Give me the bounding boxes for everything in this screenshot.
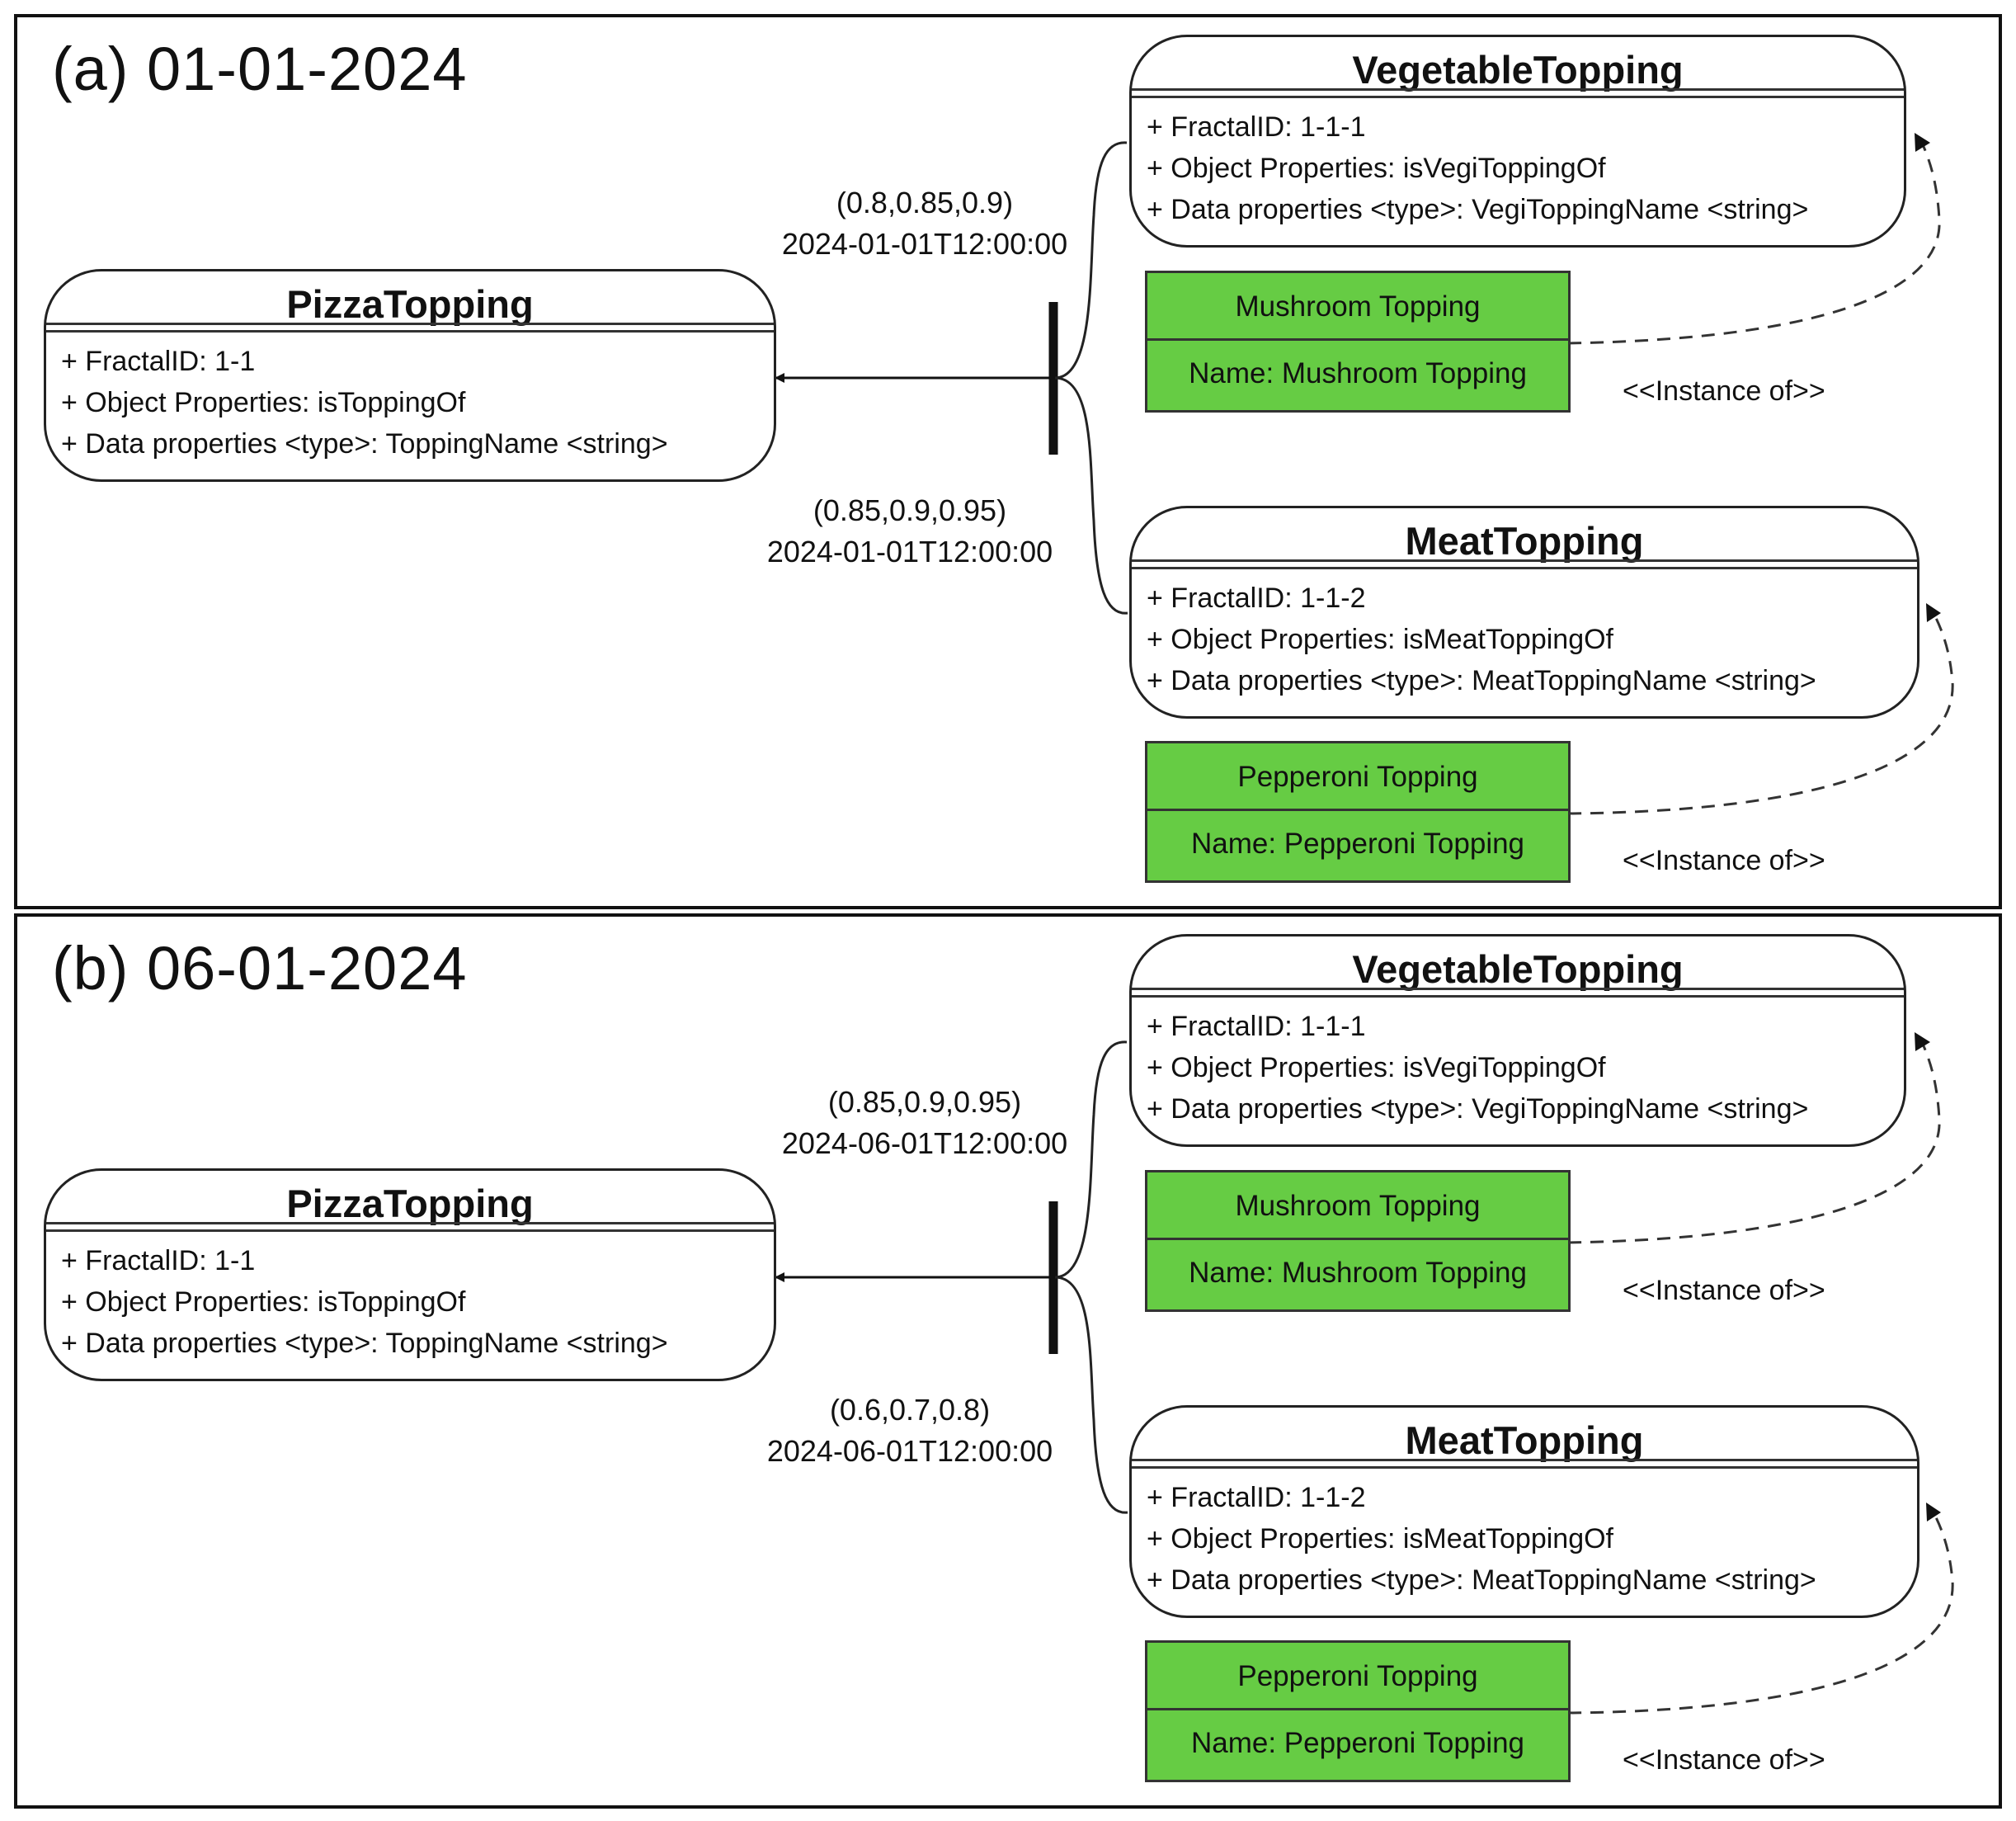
class-separator xyxy=(1132,559,1917,569)
class-attributes: + FractalID: 1-1-1 + Object Properties: … xyxy=(1147,106,1896,230)
upper-edge-label: (0.8,0.85,0.9) 2024-01-01T12:00:00 xyxy=(743,182,1106,265)
instance-arrowhead-pepperoni xyxy=(1926,603,1941,622)
attr-data-properties: + Data properties <type>: VegiToppingNam… xyxy=(1147,1093,1809,1125)
class-attributes: + FractalID: 1-1 + Object Properties: is… xyxy=(61,341,765,465)
connectors xyxy=(775,1032,1954,1715)
instance-title: Mushroom Topping xyxy=(1147,273,1568,341)
attr-data-properties: + Data properties <type>: MeatToppingNam… xyxy=(1147,1564,1816,1596)
attr-data-properties: + Data properties <type>: ToppingName <s… xyxy=(61,428,668,460)
instance-title: Mushroom Topping xyxy=(1147,1172,1568,1240)
attr-data-properties: + Data properties <type>: VegiToppingNam… xyxy=(1147,194,1809,225)
upper-edge-values: (0.8,0.85,0.9) xyxy=(836,186,1014,219)
upper-edge-values: (0.85,0.9,0.95) xyxy=(827,1085,1022,1119)
instance-link-pepperoni xyxy=(1567,1510,1954,1715)
lower-edge-values: (0.85,0.9,0.95) xyxy=(813,493,1007,527)
instance-name: Name: Mushroom Topping xyxy=(1189,357,1527,389)
instance-arrowhead-mushroom xyxy=(1915,1032,1930,1051)
panel-title: (b) 06-01-2024 xyxy=(52,934,468,1002)
class-vegetable-topping: VegetableTopping + FractalID: 1-1-1 + Ob… xyxy=(1129,934,1906,1147)
instance-name: Name: Pepperoni Topping xyxy=(1190,828,1525,860)
instance-link-mushroom xyxy=(1567,140,1941,345)
instance-title: Pepperoni Topping xyxy=(1147,1643,1568,1710)
instance-of-label: <<Instance of>> xyxy=(1623,1275,1825,1306)
class-name: PizzaTopping xyxy=(286,1182,534,1225)
connector-to-meat xyxy=(1054,1276,1128,1514)
lower-edge-label: (0.85,0.9,0.95) 2024-01-01T12:00:00 xyxy=(728,490,1091,573)
class-separator xyxy=(46,323,774,333)
class-meat-topping: MeatTopping + FractalID: 1-1-2 + Object … xyxy=(1129,506,1919,719)
class-vegetable-topping: VegetableTopping + FractalID: 1-1-1 + Ob… xyxy=(1129,35,1906,248)
instance-pepperoni-topping: Pepperoni Topping Name: Pepperoni Toppin… xyxy=(1145,741,1571,883)
attr-object-properties: + Object Properties: isToppingOf xyxy=(61,387,466,418)
attr-object-properties: + Object Properties: isMeatToppingOf xyxy=(1147,624,1613,655)
instance-mushroom-topping: Mushroom Topping Name: Mushroom Topping xyxy=(1145,1170,1571,1312)
connector-to-meat xyxy=(1054,376,1128,615)
instance-mushroom-topping: Mushroom Topping Name: Mushroom Topping xyxy=(1145,271,1571,413)
attr-fractal-id: + FractalID: 1-1 xyxy=(61,346,256,377)
attr-fractal-id: + FractalID: 1-1-2 xyxy=(1147,1482,1366,1513)
instance-arrowhead-mushroom xyxy=(1915,133,1930,152)
class-name: VegetableTopping xyxy=(1352,947,1684,991)
lower-edge-label: (0.6,0.7,0.8) 2024-06-01T12:00:00 xyxy=(728,1389,1091,1472)
attr-fractal-id: + FractalID: 1-1-2 xyxy=(1147,583,1366,614)
instance-of-label: <<Instance of>> xyxy=(1623,1744,1825,1776)
class-separator xyxy=(1132,1459,1917,1469)
lower-edge-timestamp: 2024-01-01T12:00:00 xyxy=(766,535,1053,568)
instance-name: Name: Pepperoni Topping xyxy=(1190,1727,1525,1759)
upper-edge-label: (0.85,0.9,0.95) 2024-06-01T12:00:00 xyxy=(743,1082,1106,1164)
class-separator xyxy=(1132,988,1904,998)
lower-edge-values: (0.6,0.7,0.8) xyxy=(829,1393,991,1427)
attr-data-properties: + Data properties <type>: ToppingName <s… xyxy=(61,1328,668,1359)
class-attributes: + FractalID: 1-1-1 + Object Properties: … xyxy=(1147,1006,1896,1130)
class-name: PizzaTopping xyxy=(286,282,534,326)
class-pizza-topping: PizzaTopping + FractalID: 1-1 + Object P… xyxy=(44,269,776,482)
attr-object-properties: + Object Properties: isVegiToppingOf xyxy=(1147,153,1606,184)
class-name: MeatTopping xyxy=(1405,519,1644,563)
upper-edge-timestamp: 2024-06-01T12:00:00 xyxy=(781,1126,1068,1160)
instance-pepperoni-topping: Pepperoni Topping Name: Pepperoni Toppin… xyxy=(1145,1640,1571,1782)
instance-of-label: <<Instance of>> xyxy=(1623,845,1825,876)
connector-to-vegetable xyxy=(1054,1040,1128,1279)
instance-arrowhead-pepperoni xyxy=(1926,1503,1941,1521)
class-attributes: + FractalID: 1-1 + Object Properties: is… xyxy=(61,1240,765,1364)
instance-link-mushroom xyxy=(1567,1040,1941,1244)
class-name: VegetableTopping xyxy=(1352,48,1684,92)
class-pizza-topping: PizzaTopping + FractalID: 1-1 + Object P… xyxy=(44,1168,776,1381)
attr-object-properties: + Object Properties: isToppingOf xyxy=(61,1286,466,1318)
class-name: MeatTopping xyxy=(1405,1418,1644,1462)
panel-title: (a) 01-01-2024 xyxy=(52,35,468,103)
upper-edge-timestamp: 2024-01-01T12:00:00 xyxy=(781,227,1068,261)
class-attributes: + FractalID: 1-1-2 + Object Properties: … xyxy=(1147,578,1909,701)
instance-title: Pepperoni Topping xyxy=(1147,743,1568,811)
instance-name: Name: Mushroom Topping xyxy=(1189,1257,1527,1289)
attr-object-properties: + Object Properties: isVegiToppingOf xyxy=(1147,1052,1606,1083)
class-attributes: + FractalID: 1-1-2 + Object Properties: … xyxy=(1147,1477,1909,1601)
attr-fractal-id: + FractalID: 1-1-1 xyxy=(1147,1011,1366,1042)
panel-a: (a) 01-01-2024 PizzaTopping + FractalID:… xyxy=(14,14,2002,909)
instance-of-label: <<Instance of>> xyxy=(1623,375,1825,407)
class-separator xyxy=(46,1222,774,1232)
lower-edge-timestamp: 2024-06-01T12:00:00 xyxy=(766,1434,1053,1468)
instance-link-pepperoni xyxy=(1567,611,1954,815)
attr-fractal-id: + FractalID: 1-1 xyxy=(61,1245,256,1276)
class-separator xyxy=(1132,88,1904,98)
attr-data-properties: + Data properties <type>: MeatToppingNam… xyxy=(1147,665,1816,696)
class-meat-topping: MeatTopping + FractalID: 1-1-2 + Object … xyxy=(1129,1405,1919,1618)
attr-fractal-id: + FractalID: 1-1-1 xyxy=(1147,111,1366,143)
panel-b: (b) 06-01-2024 PizzaTopping + FractalID:… xyxy=(14,913,2002,1809)
connector-to-vegetable xyxy=(1054,141,1128,380)
attr-object-properties: + Object Properties: isMeatToppingOf xyxy=(1147,1523,1613,1554)
connectors xyxy=(775,133,1954,815)
